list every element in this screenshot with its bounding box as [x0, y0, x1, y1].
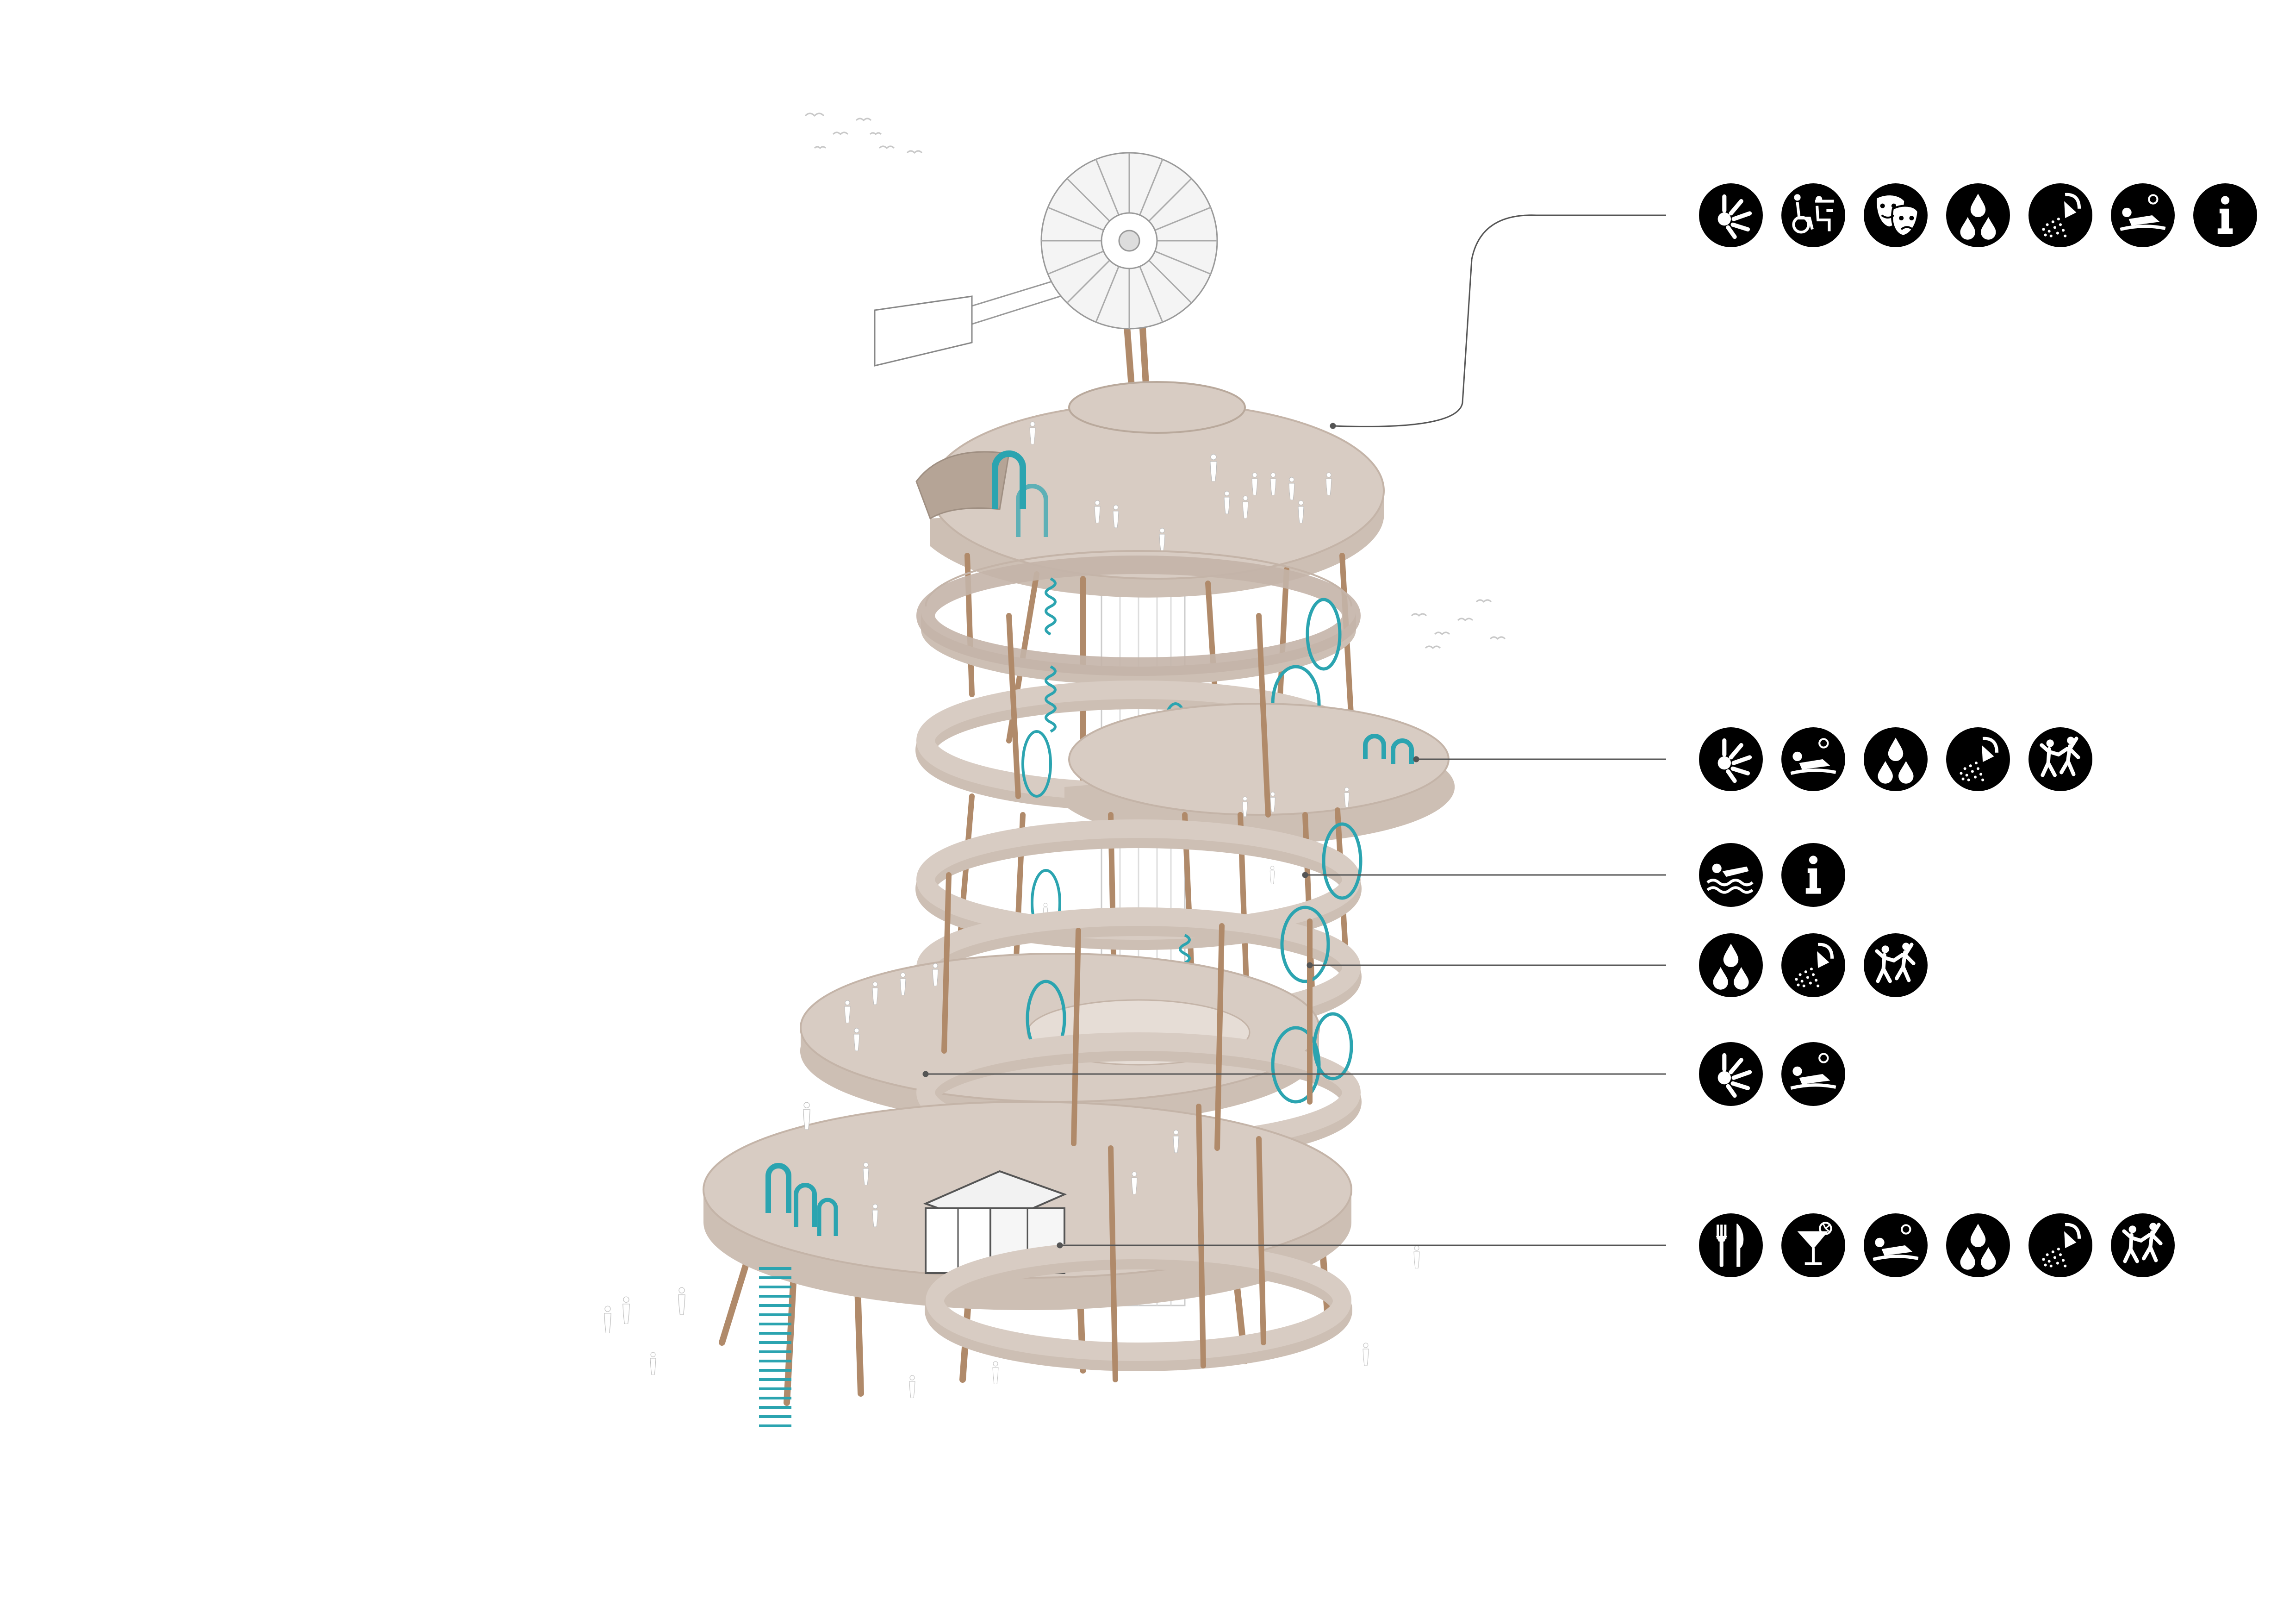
water-drops-icon	[1946, 1213, 2010, 1277]
sun-icon	[1699, 1042, 1763, 1106]
sunbathing-icon	[1781, 727, 1845, 791]
theatre-masks-icon	[1864, 183, 1928, 247]
tower	[604, 112, 1506, 1427]
sunbathing-icon	[1864, 1213, 1928, 1277]
info-icon	[2193, 183, 2257, 247]
shower-icon	[2028, 1213, 2092, 1277]
lower-terrace-callout	[1699, 1042, 1845, 1106]
splash-deck-callout	[1699, 933, 1928, 997]
water-drops-icon	[1864, 727, 1928, 791]
shower-icon	[1781, 933, 1845, 997]
icon-legend	[1699, 183, 2257, 1277]
hammock-deck-callout	[1699, 843, 1845, 907]
ring-deck-2	[916, 550, 1361, 685]
cutlery-icon	[1699, 1213, 1763, 1277]
sunbathing-icon	[2111, 183, 2175, 247]
water-drops-icon	[1946, 183, 2010, 247]
ground-kiosk-callout	[1699, 1213, 2175, 1277]
swimming-icon	[1699, 843, 1763, 907]
leader-top-deck	[1332, 214, 1666, 427]
info-icon	[1781, 843, 1845, 907]
bottom-ramp	[925, 1241, 1352, 1371]
sun-icon	[1699, 183, 1763, 247]
leader-lines	[922, 214, 1666, 1249]
ground-slide-coil	[759, 1267, 791, 1427]
dancing-people-icon	[2111, 1213, 2175, 1277]
shower-icon	[2028, 183, 2092, 247]
windmill-rotor	[1040, 152, 1218, 330]
sun-icon	[1699, 727, 1763, 791]
water-drops-icon	[1699, 933, 1763, 997]
shower-icon	[1946, 727, 2010, 791]
dancing-people-icon	[1864, 933, 1928, 997]
cocktail-icon	[1781, 1213, 1845, 1277]
pool-deck-callout	[1699, 727, 2092, 791]
birds-flock-right	[1411, 599, 1506, 650]
birds-flock-top	[804, 112, 923, 154]
windmill-tail-vane	[874, 295, 973, 367]
windmill	[874, 152, 1218, 417]
top-deck-callout	[1699, 183, 2257, 247]
wheelchair-seating-icon	[1781, 183, 1845, 247]
sunbathing-icon	[1781, 1042, 1845, 1106]
dancing-people-icon	[2028, 727, 2092, 791]
